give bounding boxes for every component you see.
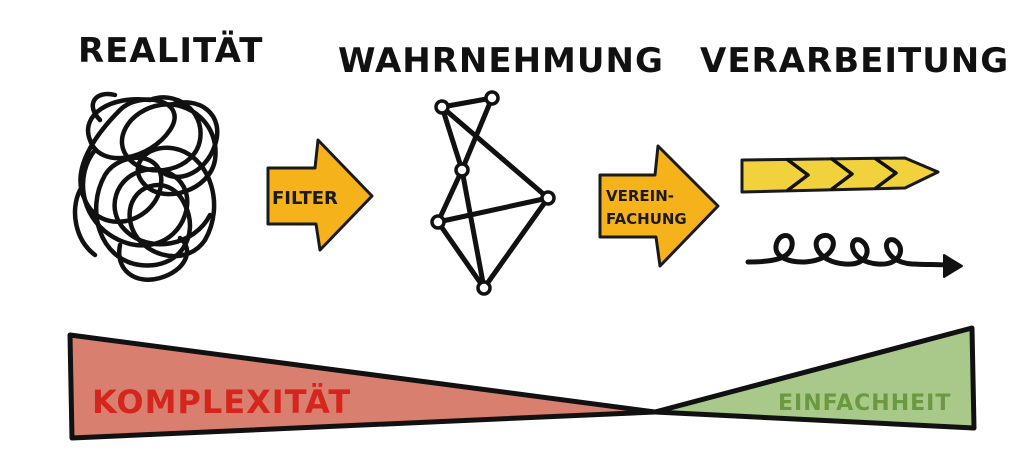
heading-reality: REALITÄT: [78, 30, 263, 71]
spiral-arrow-icon: [745, 232, 963, 278]
simplification-arrow-label-line1: VEREIN-: [606, 187, 674, 205]
heading-processing: VERARBEITUNG: [700, 41, 1009, 81]
network-graph-icon: [430, 90, 556, 296]
heading-perception: WAHRNEHMUNG: [338, 41, 664, 81]
tangle-scribble-icon: [72, 91, 220, 282]
complexity-label: KOMPLEXITÄT: [92, 383, 351, 421]
complexity-wedge: KOMPLEXITÄT: [67, 332, 658, 441]
chevron-bar-icon: [740, 156, 940, 194]
simplification-arrow: VEREIN- FACHUNG: [598, 144, 720, 268]
simplicity-label: EINFACHHEIT: [778, 391, 951, 416]
filter-arrow: FILTER: [266, 138, 374, 252]
simplicity-wedge: EINFACHHEIT: [652, 325, 977, 431]
simplification-arrow-label-line2: FACHUNG: [606, 210, 687, 228]
filter-arrow-label: FILTER: [272, 188, 338, 209]
